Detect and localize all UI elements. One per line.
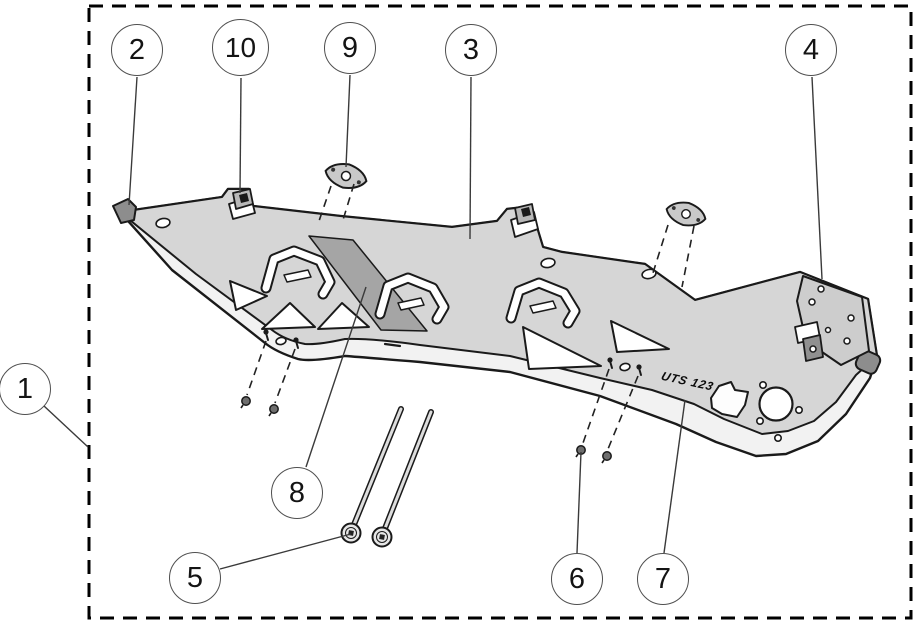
embossed-rib-3 (505, 277, 581, 329)
grip-pad (308, 235, 428, 332)
clip-nut-rear (510, 203, 539, 238)
oval-holes (155, 217, 657, 372)
round-hole (758, 386, 794, 422)
seam-mark (383, 342, 402, 348)
bracket-tab (794, 321, 824, 362)
carriage-bolts (340, 406, 434, 548)
rivet-holes (755, 380, 803, 442)
callout-9-label: 9 (341, 31, 359, 64)
callout-6-label: 6 (568, 562, 586, 595)
triangular-cutouts (229, 280, 670, 370)
callout-4: 4 (785, 24, 837, 76)
callout-3-label: 3 (462, 33, 480, 66)
callout-8: 8 (271, 467, 323, 519)
spacer-plate-front (324, 163, 368, 189)
embossed-rib-1 (260, 245, 336, 300)
kit-boundary-border (87, 4, 913, 620)
spacer-plate-rear (665, 201, 707, 227)
flange-screws (240, 396, 612, 464)
end-cap-left (112, 198, 137, 224)
embossed-rib-2 (374, 272, 450, 325)
callout-4-label: 4 (802, 33, 820, 66)
callout-10-label: 10 (224, 31, 257, 63)
callout-1-label: 1 (16, 372, 34, 405)
callout-2-label: 2 (128, 33, 146, 66)
skid-plate (118, 187, 879, 458)
callout-6: 6 (551, 553, 603, 605)
jagged-cutout (710, 381, 749, 418)
callout-9: 9 (324, 22, 376, 74)
callout-1: 1 (0, 363, 51, 415)
assembly-dashed-lines (246, 183, 695, 450)
callout-10: 10 (212, 19, 269, 76)
callout-2: 2 (111, 24, 163, 76)
callout-7-label: 7 (654, 562, 672, 595)
callout-8-label: 8 (288, 476, 306, 509)
callout-leader-lines (43, 74, 823, 570)
callout-7: 7 (637, 553, 689, 605)
callout-5-label: 5 (186, 561, 204, 594)
callout-3: 3 (445, 24, 497, 76)
callout-5: 5 (169, 552, 221, 604)
clip-nut-front (228, 188, 256, 220)
pin-marks (263, 329, 642, 376)
